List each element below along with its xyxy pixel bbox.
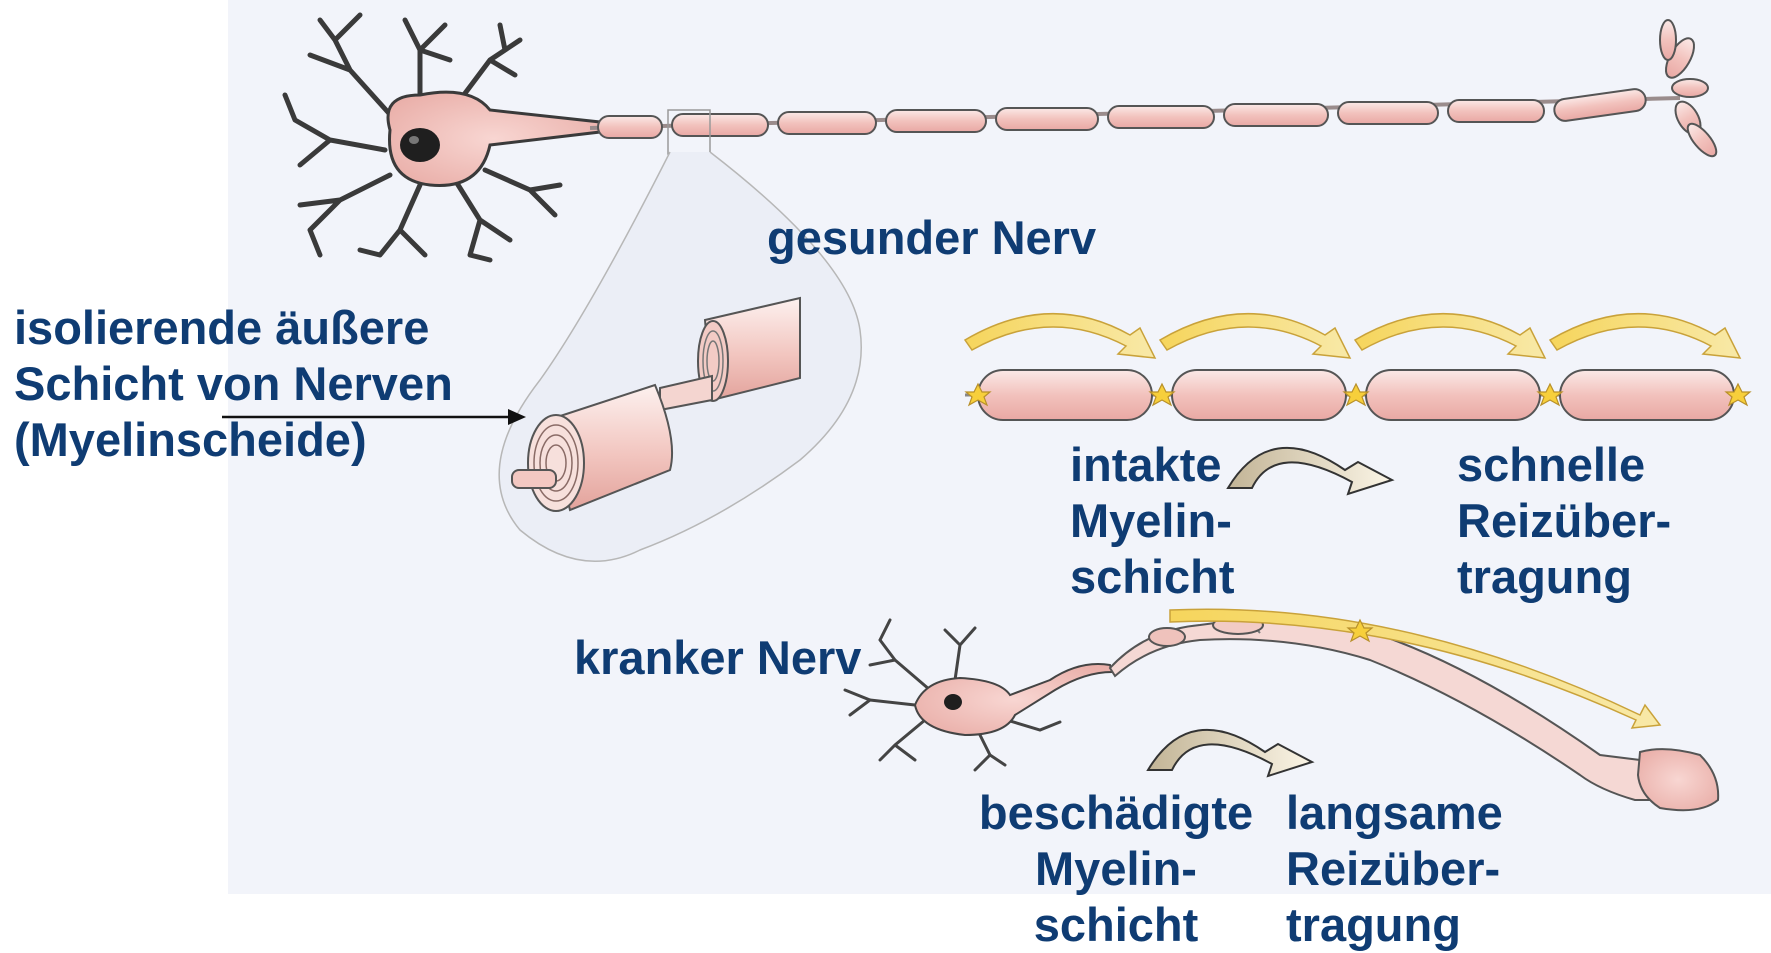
damaged-myelin-label-line2: Myelin- — [976, 841, 1256, 897]
fast-transmission-label: schnelle Reizüber- tragung — [1457, 437, 1671, 605]
healthy-nerve-label: gesunder Nerv — [767, 210, 1096, 266]
cause-effect-arrow — [1228, 448, 1392, 494]
cause-effect-arrow-2 — [1148, 730, 1312, 776]
intact-myelin-label-line2: Myelin- — [1070, 493, 1235, 549]
slow-transmission-label-line1: langsame — [1286, 785, 1503, 841]
myelin-sheath-label: isolierende äußere Schicht von Nerven (M… — [14, 300, 453, 468]
intact-myelin-label-line3: schicht — [1070, 549, 1235, 605]
slow-transmission-label-line2: Reizüber- — [1286, 841, 1503, 897]
damaged-myelin-label-line1: beschädigte — [976, 785, 1256, 841]
slow-transmission-label-line3: tragung — [1286, 897, 1503, 953]
fast-transmission-label-line3: tragung — [1457, 549, 1671, 605]
neuron-healthy — [285, 15, 600, 260]
myelin-sheath-label-line3: (Myelinscheide) — [14, 412, 453, 468]
slow-transmission-label: langsame Reizüber- tragung — [1286, 785, 1503, 953]
axon-myelin-segments — [590, 20, 1721, 160]
intact-myelin-label-line1: intakte — [1070, 437, 1235, 493]
saltatory-jump-arrows — [965, 314, 1740, 358]
damaged-myelin-label-line3: schicht — [976, 897, 1256, 953]
damaged-myelin-label: beschädigte Myelin- schicht — [976, 785, 1256, 953]
intact-myelin-label: intakte Myelin- schicht — [1070, 437, 1235, 605]
sick-nerve-label: kranker Nerv — [574, 630, 861, 686]
neuron-damaged — [845, 609, 1718, 810]
fast-transmission-label-line2: Reizüber- — [1457, 493, 1671, 549]
myelin-sheath-label-line2: Schicht von Nerven — [14, 356, 453, 412]
fast-transmission-label-line1: schnelle — [1457, 437, 1671, 493]
myelin-sheath-label-line1: isolierende äußere — [14, 300, 453, 356]
